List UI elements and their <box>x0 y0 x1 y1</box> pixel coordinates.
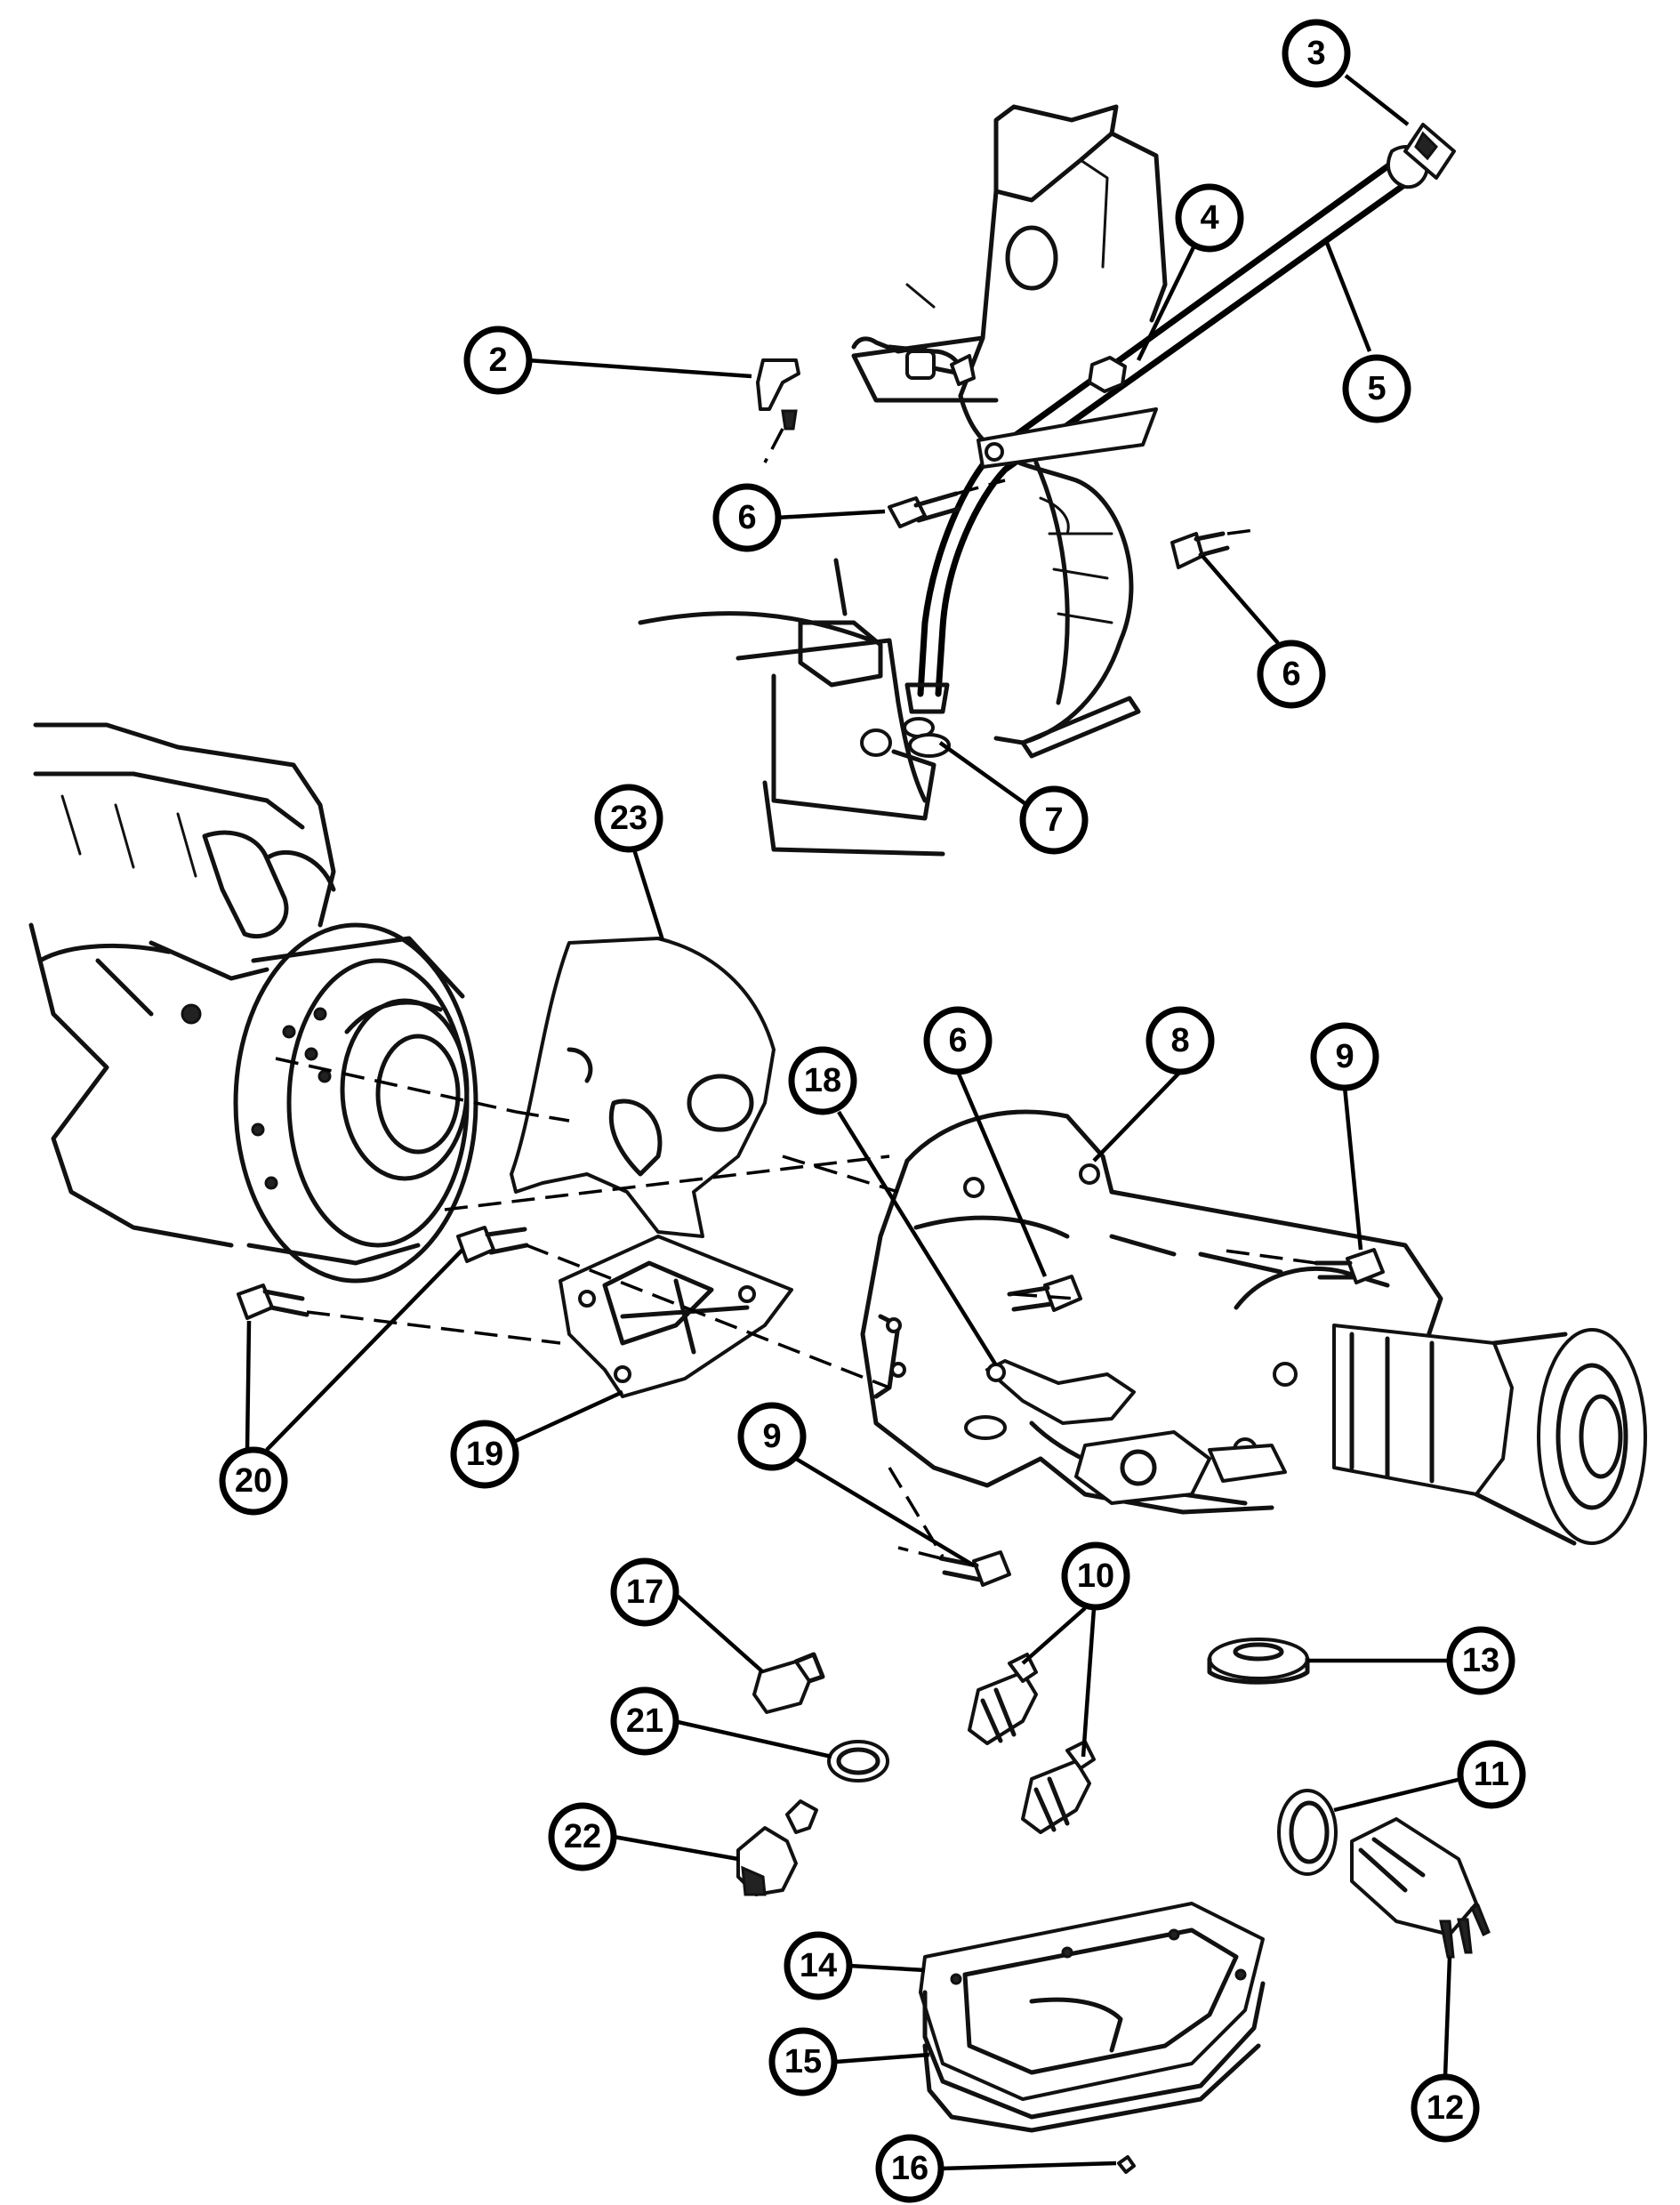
callout-label: 20 <box>235 1462 272 1500</box>
callout-label: 8 <box>1170 1022 1189 1059</box>
callout-13: 13 <box>1446 1626 1515 1695</box>
callout-label: 6 <box>1282 656 1300 693</box>
callout-label: 11 <box>1474 1756 1509 1793</box>
callout-label: 16 <box>891 2150 928 2187</box>
callout-label: 12 <box>1427 2089 1464 2127</box>
callout-21: 21 <box>610 1686 679 1756</box>
callout-20: 20 <box>219 1446 288 1516</box>
callout-9: 9 <box>1310 1022 1379 1091</box>
loose-parts <box>736 1638 1491 2174</box>
callout-label: 10 <box>1077 1557 1114 1595</box>
callout-label: 23 <box>610 800 647 837</box>
callout-label: 22 <box>564 1818 601 1855</box>
callout-label: 2 <box>488 342 507 379</box>
callout-8: 8 <box>1145 1006 1215 1075</box>
callout-label: 17 <box>626 1573 663 1611</box>
callout-label: 7 <box>1044 801 1063 839</box>
callout-5: 5 <box>1342 354 1411 423</box>
upper-bellhousing-view <box>638 104 1456 857</box>
callout-12: 12 <box>1411 2073 1480 2143</box>
alignment-lines <box>275 428 1317 1560</box>
callout-label: 6 <box>948 1022 967 1059</box>
callout-19: 19 <box>450 1420 519 1489</box>
callout-label: 6 <box>737 499 756 536</box>
leader-lines <box>245 74 1462 2171</box>
callout-label: 14 <box>800 1947 837 1984</box>
callout-label: 9 <box>1335 1038 1354 1075</box>
callout-2: 2 <box>463 326 533 395</box>
callout-label: 15 <box>784 2043 822 2080</box>
callout-22: 22 <box>548 1802 617 1871</box>
callout-6: 6 <box>923 1006 993 1075</box>
callout-label: 18 <box>804 1062 841 1099</box>
callout-3: 3 <box>1282 19 1351 88</box>
callout-18: 18 <box>788 1046 857 1115</box>
callout-11: 11 <box>1457 1740 1526 1809</box>
callout-label: 5 <box>1367 370 1386 407</box>
callout-label: 13 <box>1462 1642 1499 1679</box>
callout-17: 17 <box>610 1557 679 1627</box>
callout-15: 15 <box>768 2027 838 2096</box>
callout-9: 9 <box>737 1402 807 1471</box>
callout-14: 14 <box>784 1931 853 2000</box>
callout-circle <box>463 326 533 395</box>
callout-4: 4 <box>1175 183 1244 253</box>
callout-label: 4 <box>1200 199 1218 237</box>
callout-6: 6 <box>712 483 782 552</box>
callout-23: 23 <box>594 784 663 853</box>
callout-7: 7 <box>1019 785 1089 855</box>
callout-label: 19 <box>466 1436 503 1473</box>
callout-6: 6 <box>1257 640 1326 709</box>
callout-16: 16 <box>875 2134 944 2203</box>
callout-label: 21 <box>626 1702 663 1740</box>
callout-label: 3 <box>1306 35 1325 72</box>
callout-10: 10 <box>1061 1541 1130 1611</box>
callout-label: 9 <box>762 1418 781 1455</box>
lower-assembly-view <box>28 722 1647 1587</box>
